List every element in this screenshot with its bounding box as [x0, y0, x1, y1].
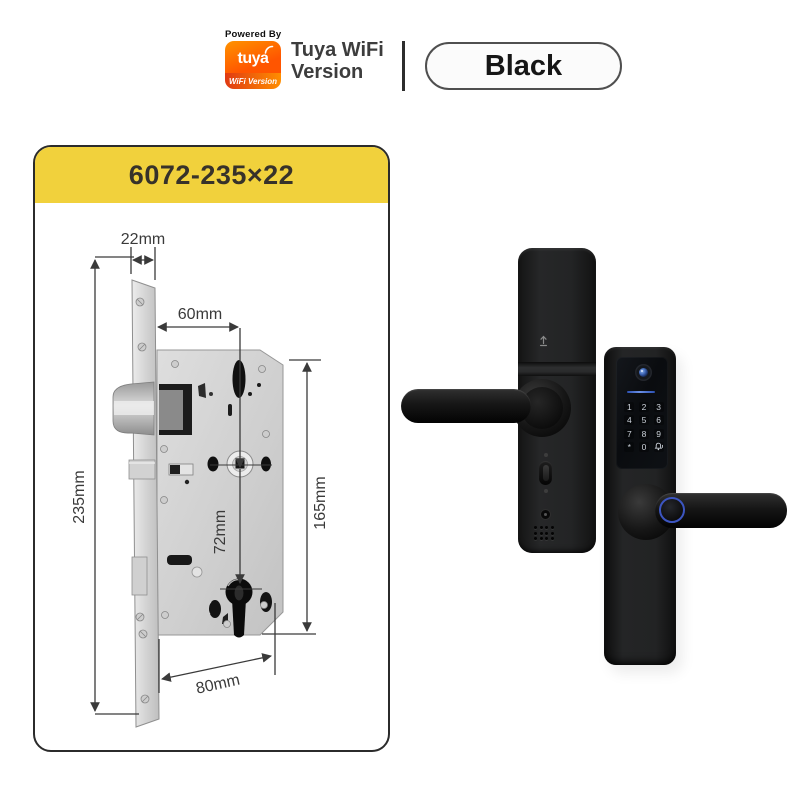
- key-6: 6: [651, 414, 666, 428]
- tuya-logo: tuya WiFi Version: [225, 41, 281, 89]
- tuya-wifi-version-label: WiFi Version: [228, 76, 278, 86]
- dim-80mm: [158, 603, 276, 693]
- key-2: 2: [637, 400, 652, 414]
- mortise-lock-diagram: 22mm 60mm 72mm 235mm: [71, 231, 329, 728]
- product-title: Tuya WiFi Version: [291, 39, 384, 83]
- dim-label-72mm: 72mm: [212, 510, 229, 554]
- key-doorbell: [651, 441, 666, 455]
- tuya-wifi-version-strip: WiFi Version: [225, 73, 281, 89]
- keypad: 1 2 3 4 5 6 7 8 9 * 0: [622, 400, 666, 454]
- tuya-logo-text: tuya: [237, 49, 269, 67]
- faceplate: [112, 279, 160, 728]
- key-4: 4: [622, 414, 637, 428]
- dim-label-165mm: 165mm: [312, 476, 329, 529]
- privacy-thumbturn: [539, 461, 552, 485]
- thumbturn-dot-bottom: [544, 489, 548, 493]
- tuya-signal-arc-icon: [264, 45, 274, 54]
- product-title-line1: Tuya WiFi: [291, 39, 384, 61]
- dim-22mm: [130, 247, 156, 280]
- dim-label-80mm: 80mm: [194, 671, 241, 697]
- key-7: 7: [622, 427, 637, 441]
- dim-label-22mm: 22mm: [121, 231, 165, 248]
- key-9: 9: [651, 427, 666, 441]
- camera-lens-icon: [639, 368, 648, 377]
- color-option-black[interactable]: Black: [425, 42, 622, 90]
- dim-165mm: [262, 359, 321, 635]
- spec-panel: 22mm 60mm 72mm 235mm: [33, 145, 390, 752]
- product-title-line2: Version: [291, 61, 364, 83]
- status-indicator-line: [627, 391, 655, 393]
- back-handle: [401, 389, 531, 423]
- dim-label-235mm: 235mm: [71, 470, 88, 523]
- key-5: 5: [637, 414, 652, 428]
- header-divider: [402, 41, 405, 91]
- fingerprint-sensor: [659, 497, 685, 523]
- dim-72mm: [210, 328, 272, 590]
- lock-body-plate: [156, 349, 284, 638]
- battery-cover-arrow-icon: [539, 335, 547, 347]
- spec-model-header: 6072-235×22: [35, 147, 388, 203]
- back-panel-button: [540, 509, 551, 520]
- battery-cover-seam: [518, 362, 596, 376]
- key-asterisk: *: [622, 441, 637, 455]
- key-8: 8: [637, 427, 652, 441]
- key-0: 0: [637, 441, 652, 455]
- speaker-grille: [534, 526, 556, 543]
- dim-label-60mm: 60mm: [178, 306, 222, 323]
- thumbturn-dot-top: [544, 453, 548, 457]
- dim-235mm: [90, 256, 139, 715]
- key-3: 3: [651, 400, 666, 414]
- screws: [135, 297, 270, 704]
- key-1: 1: [622, 400, 637, 414]
- tuya-logo-top: tuya: [225, 41, 281, 73]
- powered-by-label: Powered By: [225, 29, 282, 40]
- bell-icon: [654, 442, 663, 451]
